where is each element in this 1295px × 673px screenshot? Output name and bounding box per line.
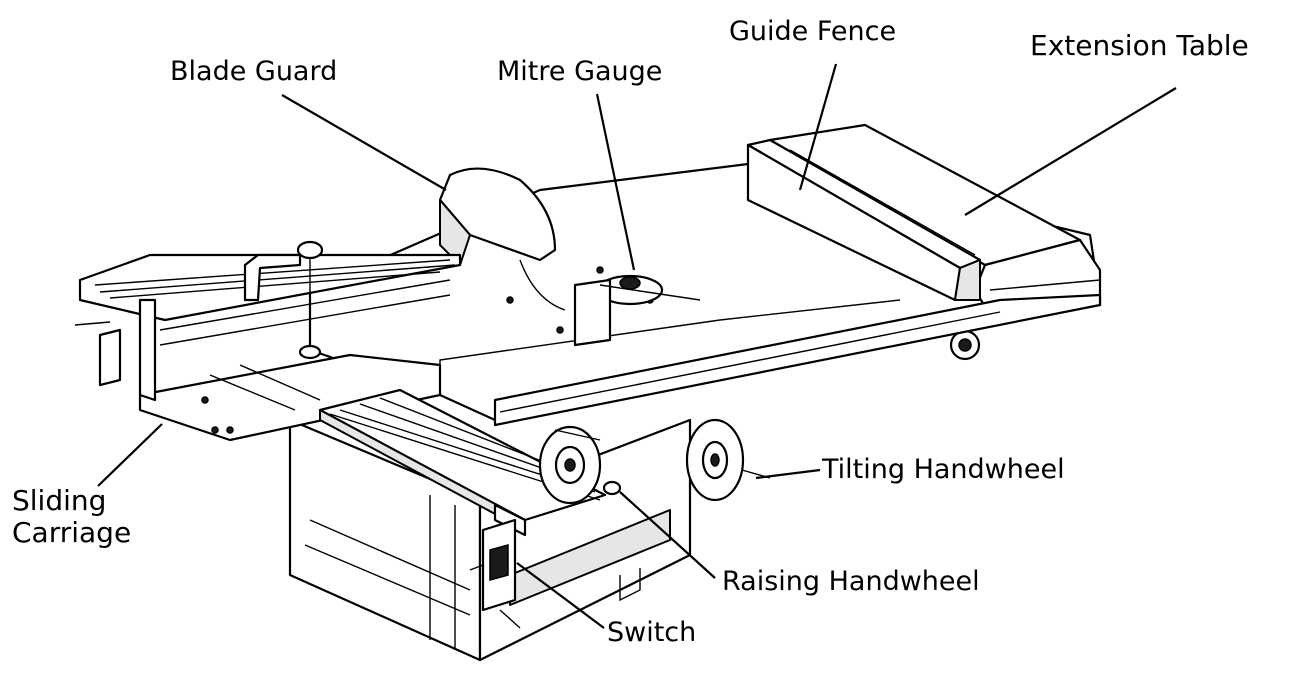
leader-switch: [516, 562, 605, 629]
leader-guide-fence: [798, 63, 838, 191]
leader-raising-handwheel: [619, 491, 716, 579]
label-raising-handwheel: Raising Handwheel: [722, 566, 980, 597]
leader-extension-table: [964, 87, 1177, 216]
raising-handwheel-part: [538, 425, 622, 505]
leader-lines: [97, 63, 1177, 629]
label-guide-fence: Guide Fence: [729, 16, 897, 47]
leader-blade-guard: [281, 94, 447, 191]
label-extension-table: Extension Table: [1030, 29, 1249, 62]
label-tilting-handwheel: Tilting Handwheel: [822, 454, 1065, 485]
label-mitre-gauge: Mitre Gauge: [497, 56, 663, 87]
switch-box-part: [469, 518, 521, 629]
front-rail: [493, 293, 1102, 427]
leader-sliding-carriage: [97, 423, 163, 487]
sliding-carriage-part: [74, 240, 462, 442]
leader-mitre-gauge: [595, 93, 636, 271]
label-sliding-carriage-line2: Carriage: [12, 516, 132, 550]
tilting-handwheel-part: [685, 418, 771, 502]
leader-tilting-handwheel: [755, 468, 821, 480]
label-switch: Switch: [607, 617, 697, 648]
label-sliding-carriage-line1: Sliding: [12, 484, 107, 517]
label-sliding-carriage: Sliding Carriage: [12, 484, 132, 550]
label-blade-guard: Blade Guard: [170, 56, 338, 87]
saw-blade: [438, 167, 566, 311]
mitre-gauge-part: [573, 274, 701, 347]
